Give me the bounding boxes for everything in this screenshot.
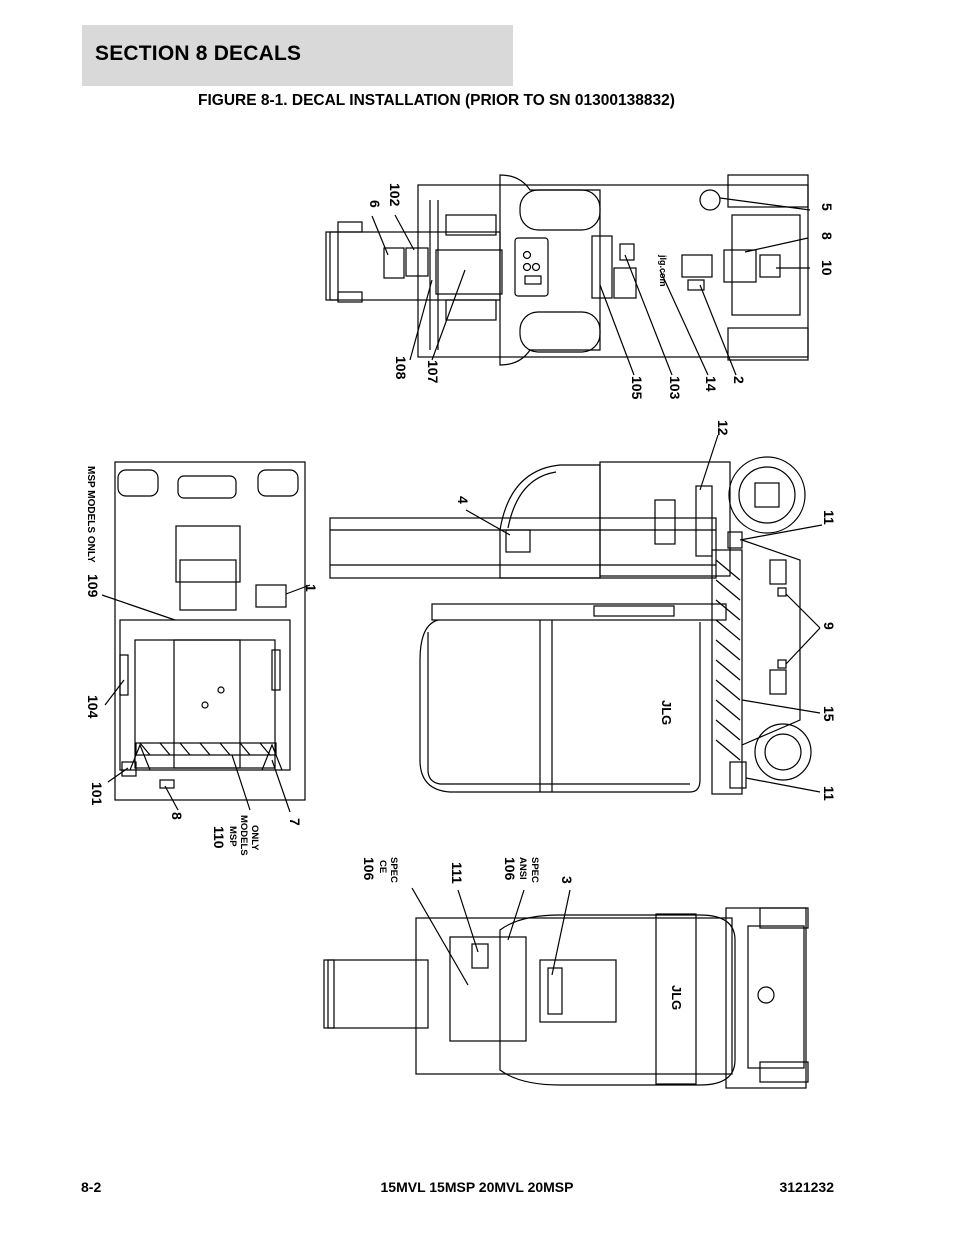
callout-106-ce-label: CE [377,860,388,873]
callout-111: 111 [449,862,465,884]
rear-wheel [754,723,812,781]
decal-102 [405,247,429,277]
callout-5: 5 [819,203,835,211]
callout-110-msp: MSP [227,826,238,847]
decal-15-hatch [711,549,743,795]
section-title: SECTION 8 DECALS [95,42,302,65]
callout-106-ce: 106 [361,857,377,881]
front-wheel [728,456,806,534]
side-view: JLG [329,434,823,795]
front-view [101,461,311,813]
decal-9a [777,587,787,597]
callout-106-ansi: 106 [502,857,518,881]
callout-6: 6 [367,200,383,208]
callout-106-ansi-spec: SPEC [529,857,540,883]
decal-12 [695,485,713,557]
document-number: 3121232 [779,1179,834,1195]
mast-rear [327,959,429,1029]
decal-10 [759,254,781,278]
decal-11-rear [729,761,747,789]
decal-1 [255,584,287,608]
callout-9: 9 [821,622,837,630]
website-mark: jlg.com [658,254,668,287]
decal-107 [435,249,503,295]
callout-108: 108 [393,356,409,380]
callout-101: 101 [89,782,105,806]
jlg-logo-rear: JLG [669,985,684,1010]
mast-top [329,231,501,301]
callout-10: 10 [819,260,835,276]
callout-14: 14 [703,376,719,392]
callout-106-ce-spec: SPEC [388,857,399,883]
callout-110: 110 [211,826,227,849]
decal-105 [591,235,613,299]
callout-104: 104 [85,695,101,719]
callout-7: 7 [287,818,303,826]
decal-111 [471,943,489,969]
callout-109-note: MSP MODELS ONLY [85,466,96,563]
callout-105: 105 [629,376,645,400]
decal-104 [119,654,129,696]
rear-view: JLG [323,887,809,1089]
decal-4 [505,529,531,553]
callout-11-front: 11 [821,510,837,525]
decal-8-front [159,779,175,789]
callout-110-only: ONLY [249,825,260,851]
callout-103: 103 [667,376,683,400]
callout-8-top: 8 [819,232,835,240]
callout-102: 102 [387,183,403,207]
callout-109: 109 [85,574,101,598]
decal-3 [547,967,563,1015]
decal-5 [699,189,721,211]
decal-6 [383,247,405,279]
page-number: 8-2 [81,1179,102,1195]
front-frame [114,461,306,801]
callout-12: 12 [715,420,731,436]
decal-9b [777,659,787,669]
callout-107: 107 [425,360,441,384]
callout-4: 4 [455,496,471,504]
jlg-logo-side: JLG [659,700,674,725]
decal-110-hatch [135,742,277,756]
callout-11-rear: 11 [821,786,837,801]
section-header-band [82,25,513,86]
callout-8-front: 8 [169,812,185,820]
callout-1: 1 [303,584,319,592]
callout-110-models: MODELS [238,815,249,856]
decal-2-area [681,254,713,278]
callout-3: 3 [559,876,575,884]
mast-side [329,517,717,579]
callout-2: 2 [731,376,747,384]
decal-103 [613,267,637,299]
decal-106 [449,936,527,1042]
top-view: jlg.com [325,174,811,376]
decal-101 [121,761,137,777]
model-list: 15MVL 15MSP 20MVL 20MSP [380,1179,574,1195]
callout-15: 15 [821,706,837,722]
callout-106-ansi-label: ANSI [517,857,528,880]
control-panel [514,237,549,297]
figure-title: FIGURE 8-1. DECAL INSTALLATION (PRIOR TO… [198,92,675,109]
